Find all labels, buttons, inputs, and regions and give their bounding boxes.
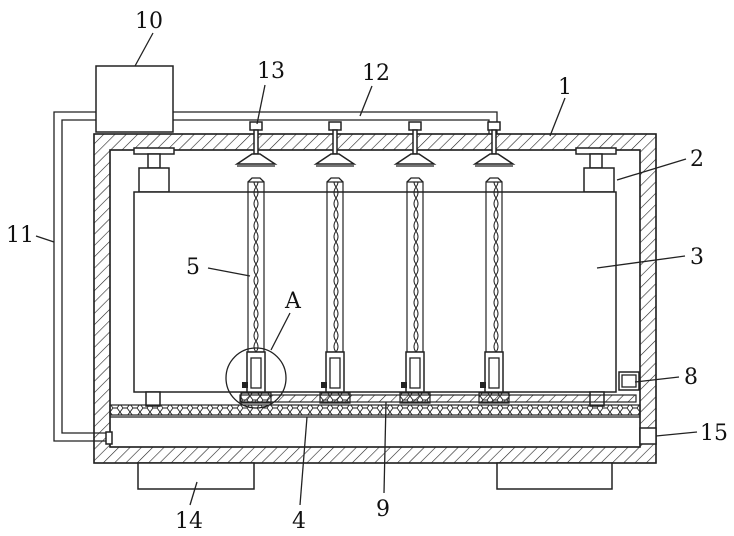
guide-rail [240,395,636,402]
pump-inlet [106,432,112,444]
filter-mesh [110,405,640,415]
label-13: 13 [257,59,285,84]
drain-outlet [640,428,656,444]
label-4: 4 [292,509,306,534]
label-8: 8 [684,365,698,390]
label-14: 14 [175,509,203,534]
label-9: 9 [376,497,390,522]
water-tank [96,66,173,132]
lifting-cylinders [134,148,616,192]
label-15: 15 [700,421,728,446]
label-11: 11 [6,223,34,248]
label-2: 2 [690,147,704,172]
label-5: 5 [186,255,200,280]
label-10: 10 [135,9,163,34]
lifting-plate [134,192,616,392]
label-12: 12 [362,61,390,86]
label-a: A [284,289,302,314]
label-1: 1 [558,75,572,100]
label-3: 3 [690,245,704,270]
support-feet [138,463,612,489]
